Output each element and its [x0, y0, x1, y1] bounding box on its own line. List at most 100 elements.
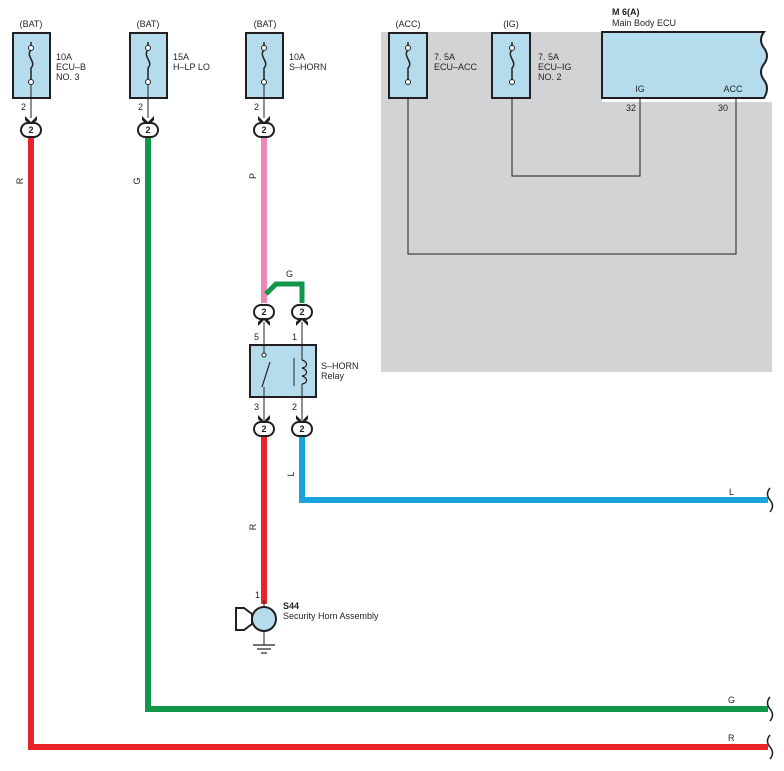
relay-switch-blade-icon: [261, 361, 271, 388]
fuse-rating: 10A: [56, 52, 72, 62]
fuse-rating: 7. 5A: [434, 52, 455, 62]
fuse-terminal: [509, 79, 515, 85]
wire-label-green-jumper: G: [286, 269, 293, 279]
wire-label-green-left: G: [132, 177, 142, 184]
fuse-name-line2: NO. 3: [56, 72, 80, 82]
connector-label: 2: [261, 125, 266, 135]
fuse-name: H–LP LO: [173, 62, 210, 72]
relay-pin-bottom-left: 3: [254, 402, 259, 412]
relay-name-line2: Relay: [321, 371, 345, 381]
relay-switch-contact: [261, 352, 267, 358]
fuse-rating: 7. 5A: [538, 52, 559, 62]
fuse-name: ECU–B: [56, 62, 86, 72]
wire-red-main: [28, 138, 768, 750]
wire-label-pink: P: [248, 173, 258, 179]
relay-pin-top-right: 1: [292, 332, 297, 342]
relay-name: S–HORN: [321, 361, 359, 371]
fuse-terminal: [261, 79, 267, 85]
ecu-code: M 6(A): [612, 7, 640, 17]
wire-green-jumper: [264, 281, 305, 303]
wire-blue: [299, 437, 768, 503]
connector-oval: [291, 421, 313, 437]
connector-badge: 2: [253, 304, 275, 326]
fuse-source-label: (IG): [503, 19, 519, 29]
fuse-pin: 2: [138, 102, 143, 112]
wire-break-blue-icon: [766, 487, 774, 513]
fuse-body: [491, 32, 531, 99]
fuse-name: ECU–ACC: [434, 62, 478, 72]
ecu-terminal-label-ig: IG: [635, 84, 645, 94]
wire-label-red-left: R: [15, 177, 25, 184]
connector-oval: [253, 122, 275, 138]
connector-oval: [291, 304, 313, 320]
fuse-ecu-b-no3: (BAT) 10A ECU–B NO. 3 2: [12, 19, 86, 118]
connector-oval: [253, 304, 275, 320]
horn-code: S44: [283, 601, 299, 611]
connector-badge: 2: [20, 116, 42, 138]
connector-label: 2: [28, 125, 33, 135]
fuse-source-label: (BAT): [254, 19, 277, 29]
fuse-terminal: [28, 45, 34, 51]
ecu-name: Main Body ECU: [612, 18, 676, 28]
ecu-body: [601, 31, 768, 99]
wire-label-green-end: G: [728, 695, 735, 705]
fuse-rating: 10A: [289, 52, 305, 62]
fuse-name-line2: NO. 2: [538, 72, 562, 82]
fuse-terminal: [145, 79, 151, 85]
fuse-terminal: [509, 45, 515, 51]
fuse-h-lp-lo: (BAT) 15A H–LP LO 2: [129, 19, 210, 118]
connector-oval: [20, 122, 42, 138]
main-body-ecu: M 6(A) Main Body ECU IG ACC 32 30: [601, 7, 768, 114]
wire-break-green-icon: [766, 696, 774, 722]
s-horn-relay: 5 1 3 2 S–HORN Relay: [249, 322, 359, 420]
wire-label-red-horn: R: [248, 523, 258, 530]
connector-badge: 2: [253, 116, 275, 138]
acc-ig-shaded-area: [381, 32, 772, 372]
fuse-terminal: [28, 79, 34, 85]
wire-label-blue: L: [286, 471, 296, 476]
security-horn-assembly: 1 S44 Security Horn Assembly: [235, 590, 379, 654]
wire-green-main: [145, 138, 768, 712]
fuse-source-label: (BAT): [20, 19, 43, 29]
relay-coil-icon: [301, 359, 308, 385]
ground-icon: [253, 644, 275, 654]
fuse-terminal: [261, 45, 267, 51]
relay-pin-bottom-right: 2: [292, 402, 297, 412]
horn-pin: 1: [255, 590, 260, 600]
connector-label: 2: [145, 125, 150, 135]
relay-body: [249, 344, 317, 398]
ecu-terminal-label-acc: ACC: [723, 84, 743, 94]
fuse-name: S–HORN: [289, 62, 327, 72]
connector-badge: 2: [291, 415, 313, 437]
connector-oval: [137, 122, 159, 138]
connector-label: 2: [261, 424, 266, 434]
horn-bell-icon: [235, 607, 253, 631]
fuse-pin: 2: [21, 102, 26, 112]
fuse-ecu-ig-no2: (IG) 7. 5A ECU–IG NO. 2: [491, 19, 572, 99]
connector-badge: 2: [137, 116, 159, 138]
wire-label-blue-end: L: [729, 487, 734, 497]
wire-ig-thin: [511, 92, 641, 177]
fuse-terminal: [405, 45, 411, 51]
wire-break-red-icon: [766, 734, 774, 760]
connector-oval: [253, 421, 275, 437]
connector-label: 2: [299, 424, 304, 434]
fuse-terminal: [145, 45, 151, 51]
fuse-source-label: (ACC): [396, 19, 421, 29]
wire-label-red-end: R: [728, 733, 735, 743]
fuse-terminal: [405, 79, 411, 85]
horn-name: Security Horn Assembly: [283, 611, 379, 621]
connector-badge: 2: [291, 304, 313, 326]
connector-badge: 2: [253, 415, 275, 437]
fuse-name: ECU–IG: [538, 62, 572, 72]
fuse-source-label: (BAT): [137, 19, 160, 29]
relay-pin-top-left: 5: [254, 332, 259, 342]
ecu-pin-ig: 32: [626, 103, 636, 113]
wire-acc-thin: [407, 92, 737, 255]
fuse-rating: 15A: [173, 52, 189, 62]
fuse-s-horn: (BAT) 10A S–HORN 2: [245, 19, 327, 118]
fuse-pin: 2: [254, 102, 259, 112]
fuse-ecu-acc: (ACC) 7. 5A ECU–ACC: [388, 19, 478, 99]
